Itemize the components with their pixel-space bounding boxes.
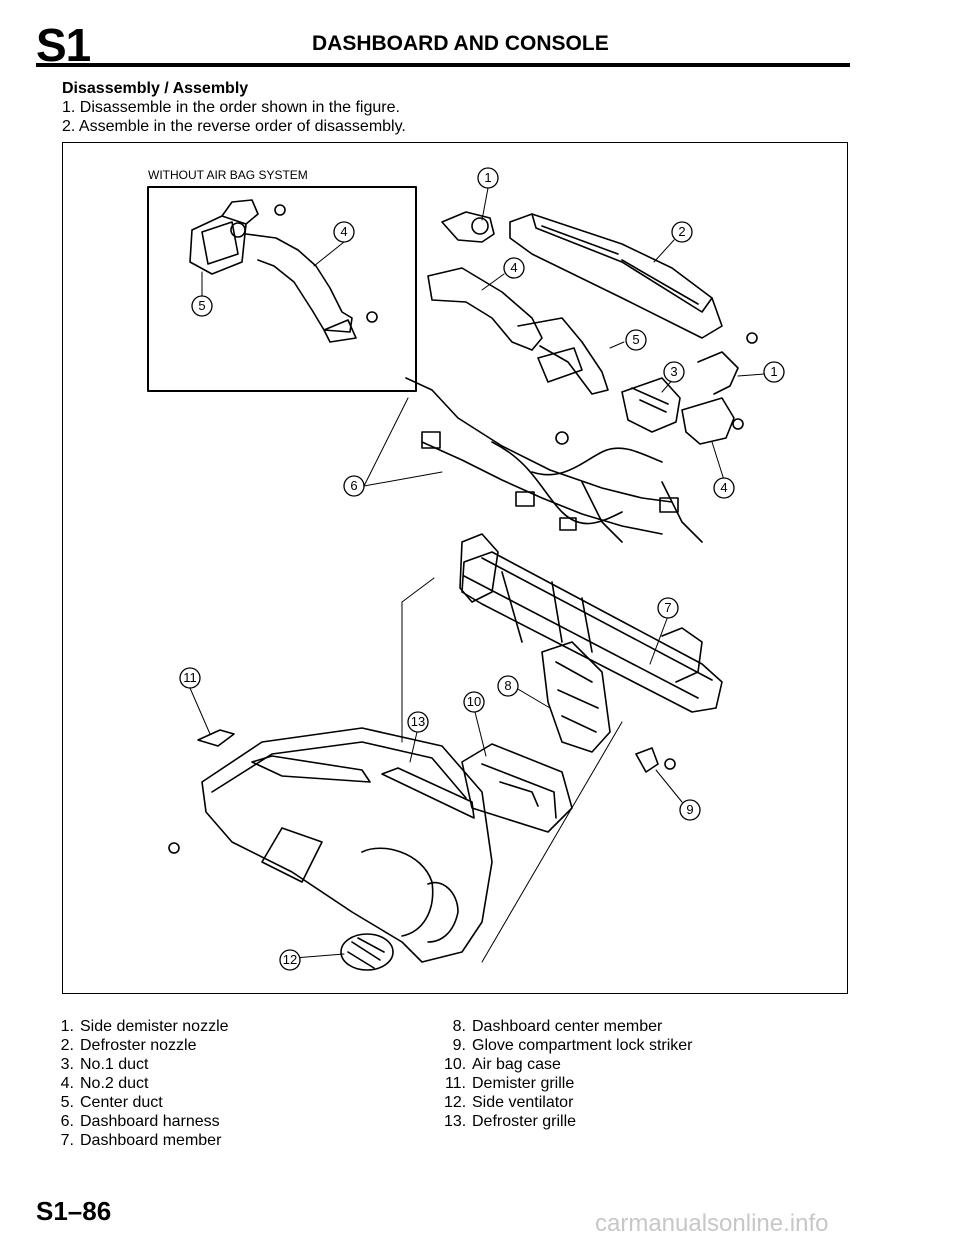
exploded-diagram: 1 2 4 4 5 5 3 1 4 6 7 8 10 11 13 9 12 xyxy=(147,167,785,971)
legend-label: Defroster nozzle xyxy=(80,1037,197,1054)
legend-label: Dashboard harness xyxy=(80,1113,220,1130)
legend-item: 7. Dashboard member xyxy=(52,1132,222,1150)
legend-item: 1. Side demister nozzle xyxy=(52,1018,229,1036)
inset-duct-drawing xyxy=(189,199,378,343)
callout-5-inset: 5 xyxy=(198,298,205,313)
inset-label: WITHOUT AIR BAG SYSTEM xyxy=(148,168,308,182)
figure-frame xyxy=(62,142,848,994)
callout-4a: 4 xyxy=(510,260,517,275)
legend-label: Air bag case xyxy=(472,1056,561,1073)
callout-10: 10 xyxy=(467,694,481,709)
legend-num: 4. xyxy=(60,1075,74,1092)
side-ventilator-drawing xyxy=(340,933,394,971)
legend-num: 9. xyxy=(452,1037,466,1054)
page-title: DASHBOARD AND CONSOLE xyxy=(312,32,609,55)
callout-8: 8 xyxy=(504,678,511,693)
legend-label: Demister grille xyxy=(472,1075,575,1092)
callout-1a: 1 xyxy=(484,170,491,185)
legend-num: 2. xyxy=(60,1037,74,1054)
legend-label: Center duct xyxy=(80,1094,163,1111)
legend-num: 3. xyxy=(60,1056,74,1073)
callout-13: 13 xyxy=(411,714,425,729)
legend-item: 3. No.1 duct xyxy=(52,1056,149,1074)
callout-5: 5 xyxy=(632,332,639,347)
legend-label: Defroster grille xyxy=(472,1113,577,1130)
legend-label: Side ventilator xyxy=(472,1094,574,1111)
legend-num: 11. xyxy=(444,1075,466,1092)
legend-label: Dashboard center member xyxy=(472,1018,663,1035)
center-member-drawing xyxy=(541,641,611,753)
legend-num: 13. xyxy=(444,1113,467,1130)
upper-ducts-drawing xyxy=(427,267,758,445)
procedure-step-2: 2. Assemble in the reverse order of disa… xyxy=(62,118,406,135)
dashboard-panel-drawing xyxy=(168,727,493,963)
legend-label: Side demister nozzle xyxy=(80,1018,229,1035)
legend-label: Glove compartment lock striker xyxy=(472,1037,693,1054)
legend-item: 9. Glove compartment lock striker xyxy=(444,1037,693,1055)
legend-num: 8. xyxy=(452,1018,466,1035)
callout-1b: 1 xyxy=(770,364,777,379)
header-rule xyxy=(36,63,850,67)
legend-num: 1. xyxy=(60,1018,74,1035)
lock-striker-drawing xyxy=(635,747,676,773)
callout-9: 9 xyxy=(686,802,693,817)
dashboard-harness-drawing xyxy=(405,377,703,543)
legend-item: 4. No.2 duct xyxy=(52,1075,149,1093)
callout-6: 6 xyxy=(350,478,357,493)
legend-item: 10. Air bag case xyxy=(444,1056,561,1074)
legend-item: 8. Dashboard center member xyxy=(444,1018,663,1036)
defroster-nozzle-drawing xyxy=(441,211,723,339)
legend-num: 7. xyxy=(60,1132,74,1149)
inset-box xyxy=(147,186,417,392)
legend-item: 5. Center duct xyxy=(52,1094,163,1112)
legend-num: 6. xyxy=(60,1113,74,1130)
callout-12: 12 xyxy=(283,952,297,967)
legend-item: 11. Demister grille xyxy=(444,1075,574,1093)
demister-grille-drawing xyxy=(197,729,235,747)
callout-2: 2 xyxy=(678,224,685,239)
callout-3: 3 xyxy=(670,364,677,379)
callout-7: 7 xyxy=(664,600,671,615)
legend-item: 6. Dashboard harness xyxy=(52,1113,220,1131)
legend-num: 5. xyxy=(60,1094,74,1111)
procedure-heading: Disassembly / Assembly xyxy=(62,80,249,97)
watermark: carmanualsonline.info xyxy=(595,1210,829,1237)
legend-item: 12. Side ventilator xyxy=(444,1094,573,1112)
legend-label: No.1 duct xyxy=(80,1056,149,1073)
legend-item: 13. Defroster grille xyxy=(444,1113,576,1131)
legend-label: Dashboard member xyxy=(80,1132,222,1149)
legend-num: 12. xyxy=(444,1094,467,1111)
section-code: S1 xyxy=(36,19,91,71)
legend-label: No.2 duct xyxy=(80,1075,149,1092)
callout-4-inset: 4 xyxy=(340,224,347,239)
dashboard-member-drawing xyxy=(459,533,723,713)
procedure-step-1: 1. Disassemble in the order shown in the… xyxy=(62,99,400,116)
legend-num: 10. xyxy=(444,1056,467,1073)
legend-item: 2. Defroster nozzle xyxy=(52,1037,197,1055)
page-number: S1–86 xyxy=(36,1196,112,1226)
callout-11: 11 xyxy=(183,670,197,685)
callout-4b: 4 xyxy=(720,480,727,495)
